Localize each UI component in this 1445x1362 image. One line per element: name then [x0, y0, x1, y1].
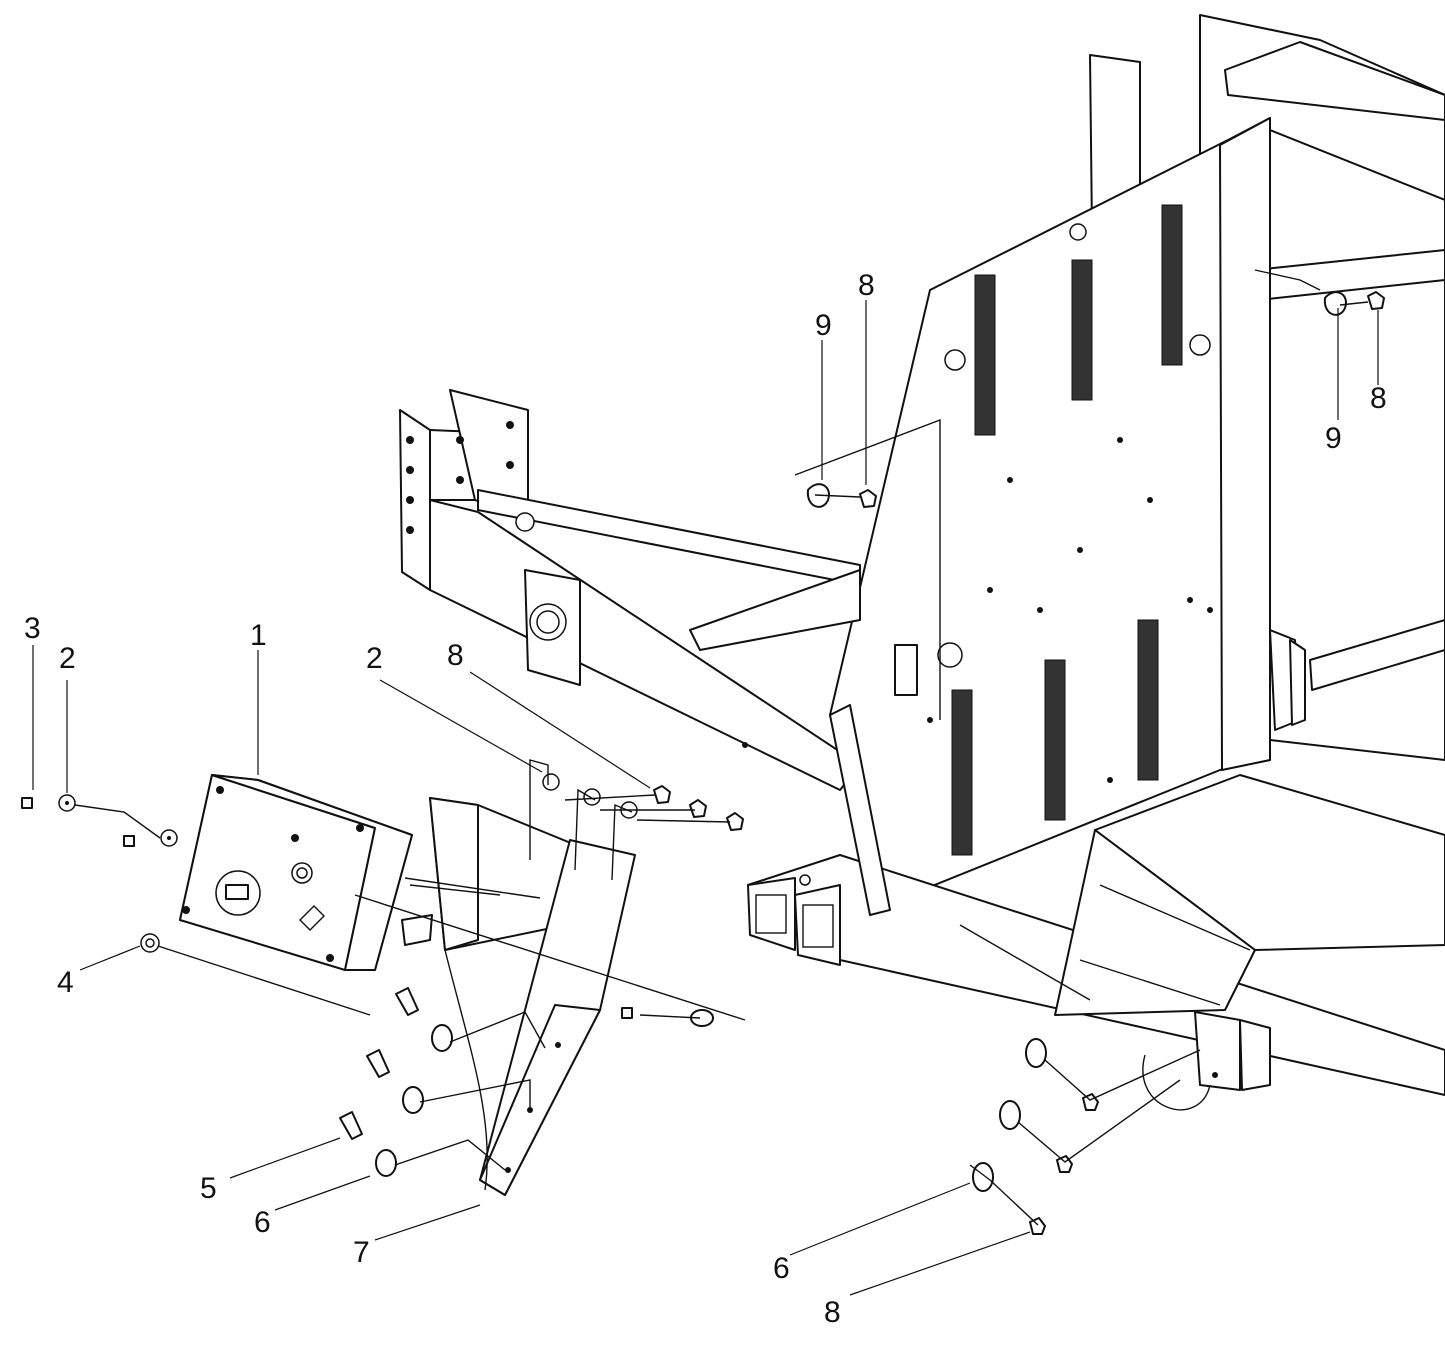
callout-8: 8 [1370, 382, 1387, 415]
callout-7: 7 [353, 1236, 370, 1269]
callout-5: 5 [200, 1172, 217, 1205]
callout-6: 6 [773, 1252, 790, 1285]
vent-array-upper [974, 204, 1183, 436]
callout-1: 1 [250, 619, 267, 652]
callout-4: 4 [57, 966, 74, 999]
vent-array-lower [951, 619, 1159, 856]
callout-8: 8 [824, 1296, 841, 1329]
callout-9: 9 [1325, 422, 1342, 455]
callout-8: 8 [858, 269, 875, 302]
control-box-part-1 [179, 774, 413, 971]
callout-6: 6 [254, 1206, 271, 1239]
mounting-bracket-part-7 [401, 797, 636, 1196]
callout-2: 2 [59, 642, 76, 675]
callout-3: 3 [24, 612, 41, 645]
callout-2: 2 [366, 642, 383, 675]
hardware [21, 291, 1385, 1235]
callout-labels: 3 2 1 2 8 4 5 6 7 9 8 9 8 6 8 [24, 269, 1387, 1329]
callout-9: 9 [815, 309, 832, 342]
rear-upper-frame [1089, 14, 1445, 761]
assembly-lines [74, 269, 1369, 1226]
callout-8: 8 [447, 639, 464, 672]
callout-leaders [32, 300, 1379, 1296]
left-frame-arm [399, 389, 861, 791]
side-plate [829, 117, 1271, 906]
